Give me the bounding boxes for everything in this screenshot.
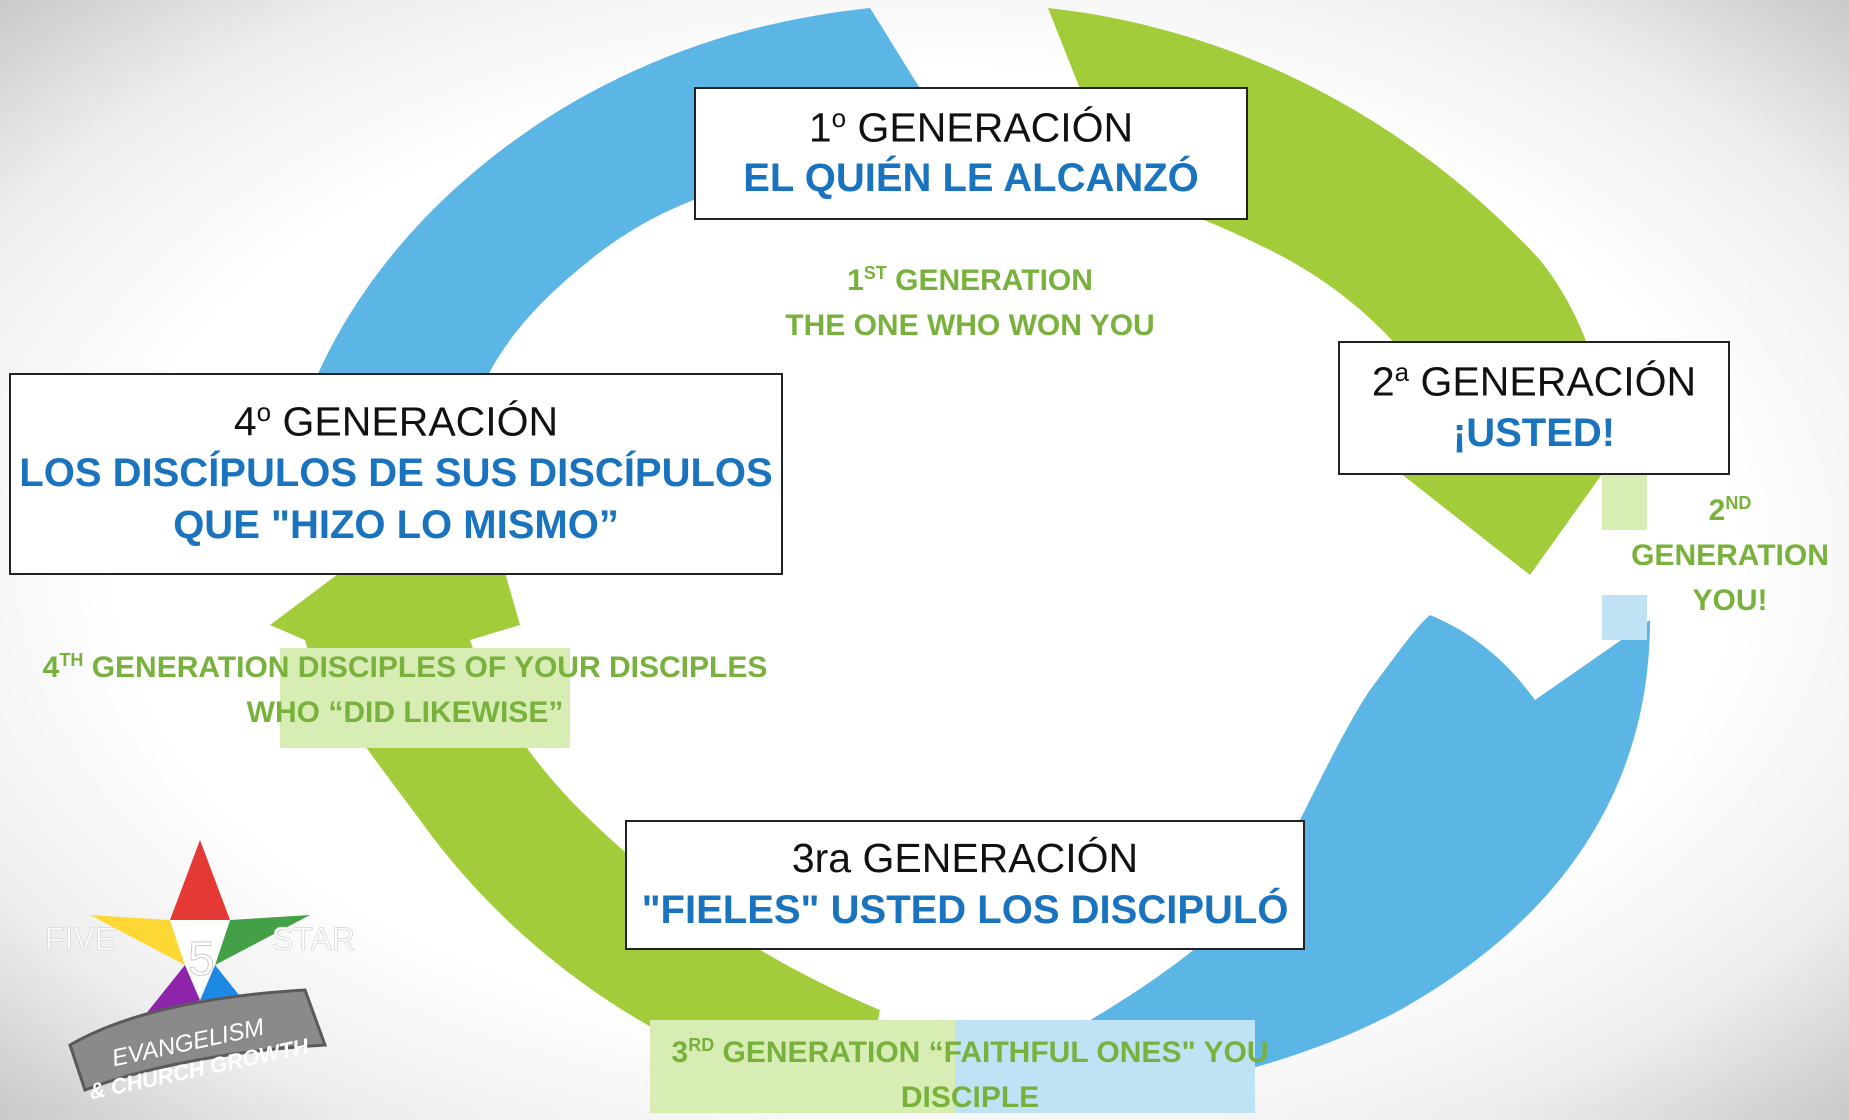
gen2-title: 2a GENERACIÓN: [1371, 357, 1697, 405]
gen3-box: 3ra GENERACIÓN "FIELES" USTED LOS DISCIP…: [625, 820, 1305, 950]
gen2-english-label: 2ND GENERATION YOU!: [1631, 493, 1829, 617]
gen3-english-label: 3RD GENERATION “FAITHFUL ONES" YOU DISCI…: [671, 1035, 1269, 1114]
gen1-english-label: 1ST GENERATION THE ONE WHO WON YOU: [785, 263, 1155, 342]
label-band-4th: [280, 648, 570, 748]
gen4-title: 4o GENERACIÓN: [233, 397, 559, 445]
logo-star-left-point: [90, 915, 185, 965]
gen2-box: 2a GENERACIÓN ¡USTED!: [1338, 341, 1730, 475]
gen4-subtitle-line2: QUE "HIZO LO MISMO”: [173, 502, 619, 547]
gen2-subtitle: ¡USTED!: [1452, 410, 1616, 455]
gen1-box: 1o GENERACIÓN EL QUIÉN LE ALCANZÓ: [694, 87, 1248, 220]
gen4-english-label: 4TH GENERATION DISCIPLES OF YOUR DISCIPL…: [42, 650, 768, 729]
logo-star-top-point: [170, 840, 230, 920]
label-band-2nd: [1602, 470, 1647, 530]
logo-star-right-point: [215, 915, 310, 965]
logo-right-word: STAR: [272, 921, 355, 957]
gen1-subtitle: EL QUIÉN LE ALCANZÓ: [743, 156, 1199, 201]
gen4-box: 4o GENERACIÓN LOS DISCÍPULOS DE SUS DISC…: [9, 373, 783, 575]
logo-banner: [68, 988, 328, 1092]
logo-left-word: FIVE: [45, 921, 116, 957]
gen4-subtitle-line1: LOS DISCÍPULOS DE SUS DISCÍPULOS: [19, 450, 773, 495]
logo-star-center: [170, 920, 230, 1000]
five-star-evangelism-logo: FIVE 5 STAR EVANGELISM & CHURCH GROWTH: [45, 840, 355, 1100]
gen3-subtitle: "FIELES" USTED LOS DISCIPULÓ: [641, 887, 1289, 932]
label-band-2nd-blue: [1602, 595, 1647, 640]
logo-center-numeral: 5: [188, 933, 215, 986]
label-band-3rd-green: [650, 1020, 955, 1113]
gen1-title: 1o GENERACIÓN: [808, 102, 1134, 151]
label-band-3rd-blue: [955, 1020, 1255, 1113]
gen3-title: 3ra GENERACIÓN: [791, 835, 1139, 882]
